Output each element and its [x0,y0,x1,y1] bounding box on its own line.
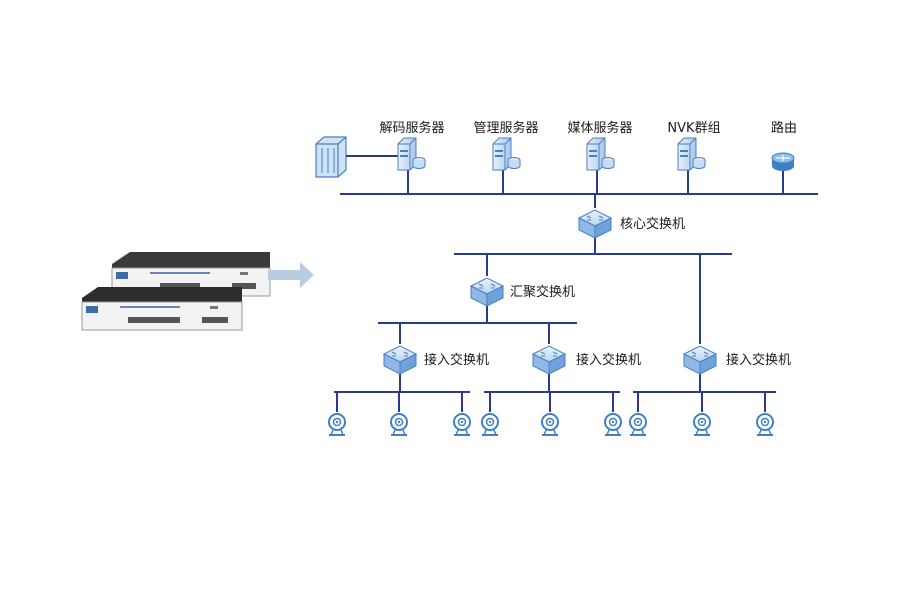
flow-arrow [268,262,314,288]
camera-icon [693,413,711,436]
camera-group-2 [481,413,622,436]
nvk-group-label: NVK群组 [667,121,720,136]
switch-icon [383,345,417,375]
camera-icon [541,413,559,436]
core-switch-label: 核心交换机 [620,216,685,232]
rack-appliance-front [81,287,243,331]
access-switch-2: 接入交换机 [532,345,641,375]
camera-icon [756,413,774,436]
core-switch: 核心交换机 [578,209,685,239]
router-icon [771,152,795,171]
camera-icon [328,413,346,436]
camera-group-3 [629,413,774,436]
router: 路由 [771,120,797,171]
camera-icon [604,413,622,436]
camera-icon [629,413,647,436]
server-icon [492,137,521,171]
access-switch-3: 接入交换机 [683,345,791,375]
access-switch-3-label: 接入交换机 [726,352,791,368]
switch-icon [578,209,612,239]
media-server: 媒体服务器 [567,120,633,171]
decode-server: 解码服务器 [379,120,445,171]
camera-group-1 [328,413,471,436]
aggregation-switch: 汇聚交换机 [470,277,575,307]
switch-icon [532,345,566,375]
management-server: 管理服务器 [473,120,539,171]
connection-lines [334,155,818,412]
access-switch-2-label: 接入交换机 [576,352,641,368]
server-icon [677,137,706,171]
management-server-label: 管理服务器 [473,120,538,136]
camera-icon [453,413,471,436]
server-icon [586,137,615,171]
decode-server-label: 解码服务器 [379,120,444,136]
aggregation-switch-label: 汇聚交换机 [510,284,575,300]
access-switch-1-label: 接入交换机 [424,352,489,368]
switch-icon [470,277,504,307]
media-server-label: 媒体服务器 [567,120,632,136]
access-switch-1: 接入交换机 [383,345,489,375]
camera-icon [481,413,499,436]
camera-icon [390,413,408,436]
router-label: 路由 [771,120,797,136]
server-icon [397,137,426,171]
nvk-group: NVK群组 [667,121,721,171]
storage-array-icon [315,136,347,178]
switch-icon [683,345,717,375]
